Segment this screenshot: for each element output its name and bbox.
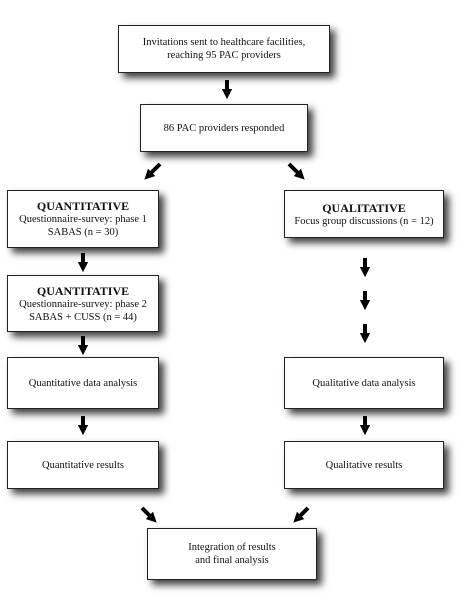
qualitative-focus-heading: QUALITATIVE — [322, 200, 406, 215]
quantitative-phase2-heading: QUANTITATIVE — [36, 283, 130, 298]
quantitative-phase1-line-1: Questionnaire-survey: phase 1 — [19, 214, 147, 225]
arrow-qual-results-to-final — [293, 506, 310, 523]
responded-line-1: 86 PAC providers responded — [163, 122, 285, 134]
quantitative-phase1-heading: QUANTITATIVE — [36, 199, 130, 213]
quantitative-phase2-box: QUANTITATIVE Questionnaire-survey: phase… — [7, 275, 159, 332]
quantitative-phase1-box: QUANTITATIVE Questionnaire-survey: phase… — [7, 190, 159, 248]
arrow-respond-to-qual — [287, 162, 305, 180]
responded-box: 86 PAC providers responded — [140, 104, 308, 152]
invitations-line-2: reaching 95 PAC providers — [167, 50, 281, 61]
qualitative-results-line-1: Qualitative results — [325, 459, 403, 471]
quantitative-analysis-line-1: Quantitative data analysis — [28, 377, 138, 389]
qualitative-results-box: Qualitative results — [284, 441, 444, 489]
arrow-quant-results-to-final — [140, 506, 157, 523]
quantitative-phase2-line-2: SABAS + CUSS (n = 44) — [29, 311, 137, 323]
qualitative-focus-box: QUALITATIVE Focus group discussions (n =… — [284, 190, 444, 238]
qualitative-analysis-line-1: Qualitative data analysis — [312, 377, 416, 389]
invitations-box: Invitations sent to healthcare facilitie… — [118, 25, 330, 73]
quantitative-results-line-1: Quantitative results — [42, 459, 124, 471]
integration-line-1: Integration of results — [188, 542, 276, 553]
quantitative-results-box: Quantitative results — [7, 441, 159, 489]
integration-box: Integration of results and final analysi… — [147, 528, 317, 580]
integration-line-2: and final analysis — [195, 555, 269, 566]
invitations-line-1: Invitations sent to healthcare facilitie… — [142, 37, 306, 48]
quantitative-phase2-line-1: Questionnaire-survey: phase 2 — [19, 298, 147, 310]
qualitative-analysis-box: Qualitative data analysis — [284, 357, 444, 409]
arrow-respond-to-quant — [144, 162, 162, 180]
qualitative-focus-line-1: Focus group discussions (n = 12) — [294, 215, 434, 227]
quantitative-phase1-line-2: SABAS (n = 30) — [47, 227, 119, 238]
quantitative-analysis-box: Quantitative data analysis — [7, 357, 159, 409]
